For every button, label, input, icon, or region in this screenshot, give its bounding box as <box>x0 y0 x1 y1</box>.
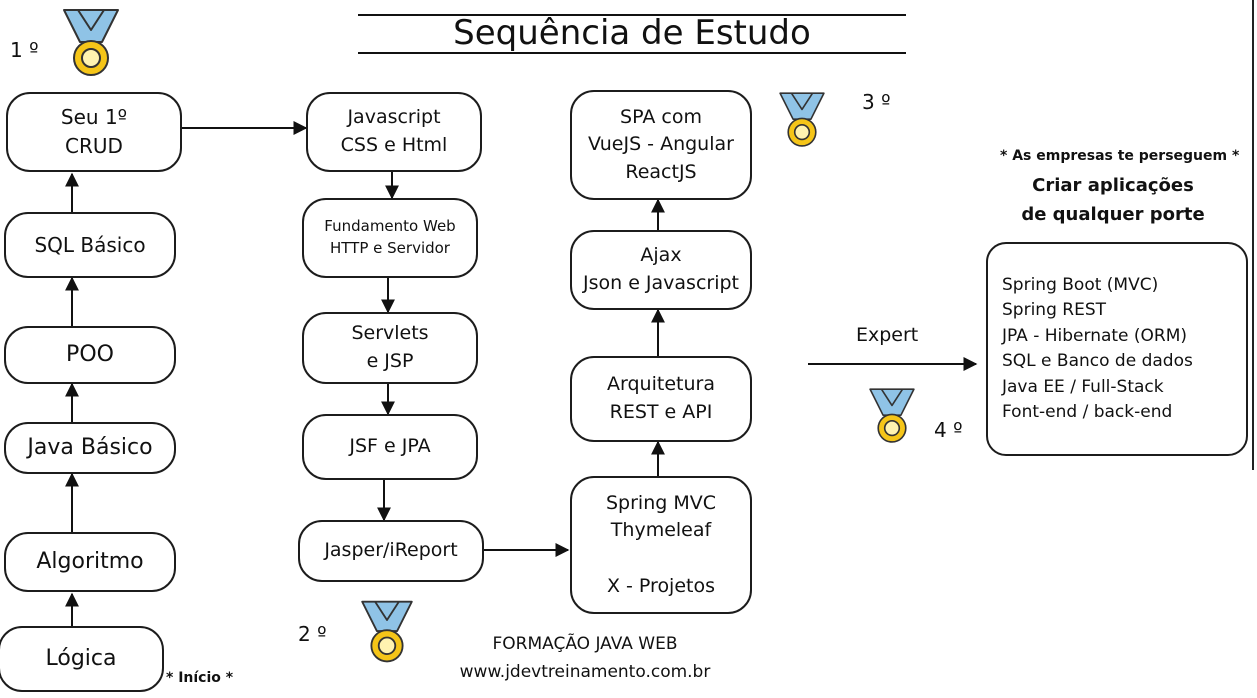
rank-second: 2 º <box>298 622 327 646</box>
node-algoritmo: Algoritmo <box>4 532 176 592</box>
medal-icon-fourth <box>869 388 915 443</box>
node-logica: Lógica <box>0 626 164 692</box>
skill-item: Spring REST <box>1002 300 1106 320</box>
node-logica-label: Lógica <box>45 646 117 672</box>
skill-item: Java EE / Full-Stack <box>1002 376 1164 397</box>
node-javascript-line-1: Javascript <box>347 106 441 129</box>
footer-site: www.jdevtreinamento.com.br <box>459 662 711 682</box>
node-spring-line-2: Thymeleaf <box>610 519 712 542</box>
node-java-basico: Java Básico <box>4 422 176 474</box>
node-jsf-jpa-label: JSF e JPA <box>349 435 431 458</box>
skill-item: JPA - Hibernate (ORM) <box>1002 325 1188 346</box>
node-spring-line-4: X - Projetos <box>606 574 716 597</box>
node-spa-line-2: VueJS - Angular <box>588 133 734 156</box>
expert-skills-box: Spring Boot (MVC) Spring REST JPA - Hibe… <box>986 242 1248 456</box>
expert-headline-line-2: de qualquer porte <box>1021 203 1205 225</box>
title-rule-top <box>358 14 906 16</box>
medal-icon-third <box>779 92 825 147</box>
expert-headline-line-1: Criar aplicações <box>1032 175 1194 196</box>
node-algoritmo-label: Algoritmo <box>36 549 144 575</box>
node-jasper-label: Jasper/iReport <box>324 539 458 562</box>
node-spring-mvc: Spring MVC Thymeleaf X - Projetos <box>570 476 752 614</box>
expert-headline: Criar aplicações de qualquer porte <box>1000 172 1226 230</box>
rank-fourth: 4 º <box>934 418 963 442</box>
rank-third: 3 º <box>862 90 891 114</box>
expert-note: * As empresas te perseguem * <box>1000 148 1240 164</box>
node-spa: SPA com VueJS - Angular ReactJS <box>570 90 752 200</box>
node-jasper: Jasper/iReport <box>298 520 484 582</box>
node-javascript-line-2: CSS e Html <box>340 134 448 156</box>
expert-label: Expert <box>856 324 919 346</box>
node-sql-basico: SQL Básico <box>4 212 176 278</box>
node-servlets: Servlets e JSP <box>302 312 478 384</box>
edge-rule <box>1252 0 1254 470</box>
medal-icon-second <box>361 600 413 663</box>
node-jsf-jpa: JSF e JPA <box>302 414 478 480</box>
node-ajax-line-1: Ajax <box>640 244 682 267</box>
node-javascript: Javascript CSS e Html <box>306 92 482 172</box>
node-servlets-line-2: e JSP <box>366 350 414 372</box>
medal-icon-first <box>63 9 119 76</box>
node-servlets-line-1: Servlets <box>351 322 429 345</box>
page-title: Sequência de Estudo <box>453 13 811 53</box>
node-crud-line-1: Seu 1º <box>60 105 128 129</box>
node-poo-label: POO <box>66 342 114 368</box>
node-ajax-line-2: Json e Javascript <box>582 272 740 294</box>
skill-item: Font-end / back-end <box>1002 402 1173 422</box>
node-spa-line-1: SPA com <box>620 105 702 128</box>
node-crud: Seu 1º CRUD <box>6 92 182 172</box>
footer-course: FORMAÇÃO JAVA WEB <box>492 634 678 654</box>
skill-item: Spring Boot (MVC) <box>1002 274 1159 295</box>
title-rule-bottom <box>358 52 906 54</box>
node-arquitetura: Arquitetura REST e API <box>570 356 752 442</box>
skill-item: SQL e Banco de dados <box>1002 351 1193 371</box>
node-fundamento-web: Fundamento Web HTTP e Servidor <box>302 198 478 278</box>
node-spa-line-3: ReactJS <box>625 160 697 183</box>
rank-first: 1 º <box>10 38 39 62</box>
inicio-label: * Início * <box>166 670 234 686</box>
node-arquitetura-line-2: REST e API <box>609 401 713 423</box>
node-arquitetura-line-1: Arquitetura <box>607 373 715 396</box>
node-poo: POO <box>4 326 176 384</box>
node-ajax: Ajax Json e Javascript <box>570 230 752 310</box>
node-fundamento-line-2: HTTP e Servidor <box>330 239 450 257</box>
node-spring-line-1: Spring MVC <box>605 491 716 514</box>
node-fundamento-line-1: Fundamento Web <box>324 217 456 236</box>
node-crud-line-2: CRUD <box>65 134 123 158</box>
node-java-basico-label: Java Básico <box>27 435 153 461</box>
node-sql-basico-label: SQL Básico <box>34 232 146 257</box>
